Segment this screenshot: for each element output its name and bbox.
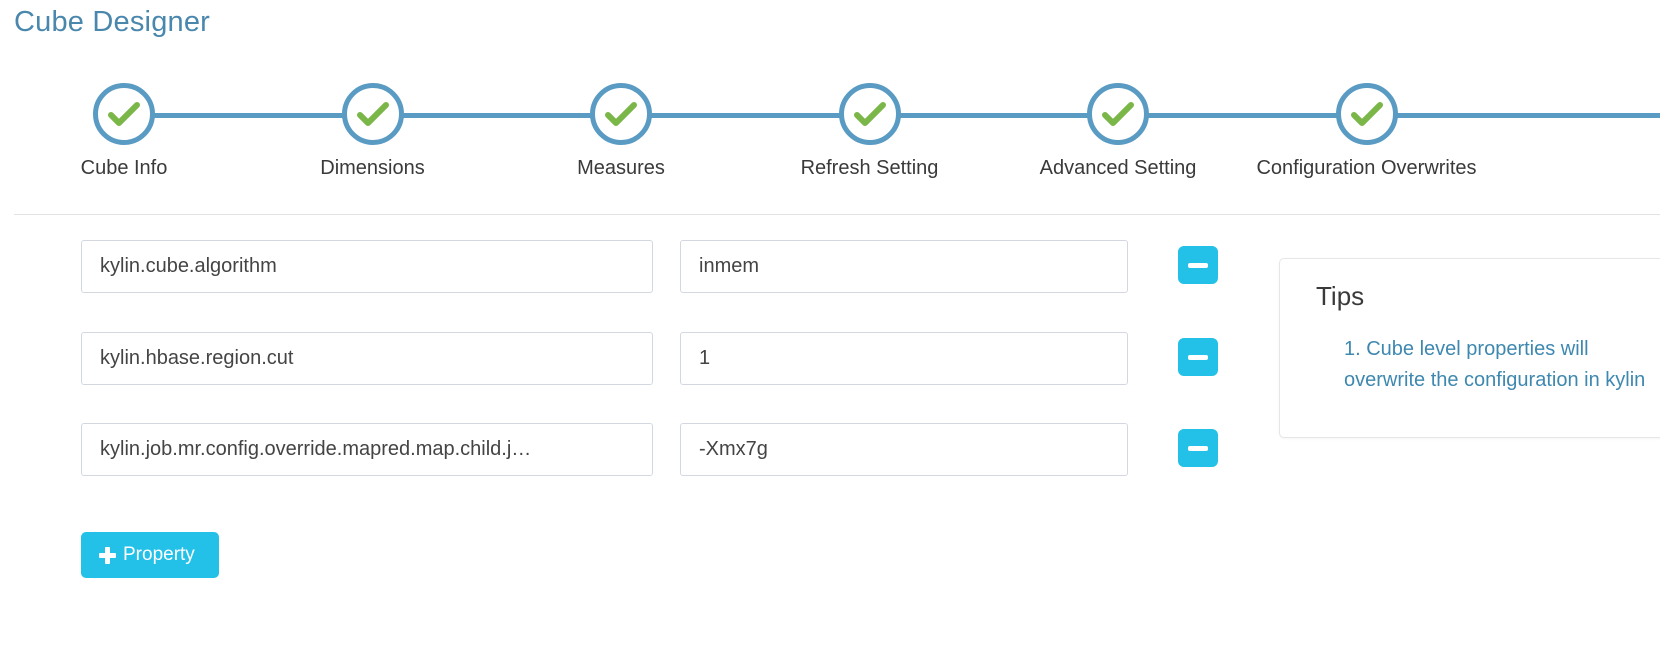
stepper-step-circle bbox=[93, 83, 155, 145]
property-row: kylin.job.mr.config.override.mapred.map.… bbox=[0, 423, 1280, 515]
check-icon bbox=[108, 102, 140, 126]
stepper-step-measures[interactable]: Measures bbox=[491, 72, 751, 180]
stepper-step-refresh-setting[interactable]: Refresh Setting bbox=[740, 72, 1000, 180]
property-row: kylin.hbase.region.cut 1 bbox=[0, 331, 1280, 424]
stepper-step-dimensions[interactable]: Dimensions bbox=[243, 72, 503, 180]
tips-item: 1. Cube level properties will overwrite … bbox=[1344, 338, 1646, 391]
stepper-step-label: Cube Info bbox=[80, 157, 168, 179]
property-value-input[interactable]: inmem bbox=[680, 240, 1128, 293]
property-value-input[interactable]: 1 bbox=[680, 331, 1128, 385]
stepper-step-cube-info[interactable]: Cube Info bbox=[0, 72, 254, 180]
page-title: Cube Designer bbox=[14, 6, 211, 38]
plus-icon bbox=[99, 546, 116, 564]
property-key-input[interactable]: kylin.job.mr.config.override.mapred.map.… bbox=[81, 423, 653, 476]
minus-icon bbox=[1188, 263, 1208, 268]
stepper-step-label: Measures bbox=[577, 157, 665, 179]
property-key-input[interactable]: kylin.cube.algorithm bbox=[81, 240, 653, 293]
stepper-step-circle bbox=[341, 83, 404, 145]
stepper-step-label: Dimensions bbox=[320, 157, 425, 179]
property-row: kylin.cube.algorithm inmem bbox=[0, 240, 1280, 332]
remove-property-button[interactable] bbox=[1178, 337, 1218, 376]
stepper-step-circle bbox=[1335, 83, 1398, 145]
tips-list: 1. Cube level properties will overwrite … bbox=[1304, 334, 1660, 396]
stepper-step-advanced-setting[interactable]: Advanced Setting bbox=[988, 72, 1248, 180]
section-divider bbox=[14, 214, 1660, 215]
tips-title: Tips bbox=[1316, 281, 1365, 311]
tips-panel: Tips 1. Cube level properties will overw… bbox=[1279, 258, 1660, 438]
stepper-step-circle bbox=[838, 83, 901, 145]
wizard-stepper: Cube Info Dimensions Measures Refresh Setti… bbox=[0, 72, 1660, 192]
check-icon bbox=[1102, 102, 1134, 126]
stepper-step-label: Refresh Setting bbox=[800, 157, 939, 179]
remove-property-button[interactable] bbox=[1178, 429, 1218, 467]
check-icon bbox=[356, 102, 389, 126]
stepper-step-label: Configuration Overwrites bbox=[1256, 157, 1477, 179]
check-icon bbox=[853, 102, 886, 126]
stepper-step-configuration-overwrites[interactable]: Configuration Overwrites bbox=[1237, 72, 1497, 180]
stepper-step-label: Advanced Setting bbox=[1039, 157, 1197, 179]
stepper-step-circle bbox=[1087, 83, 1149, 145]
check-icon bbox=[1350, 102, 1383, 126]
configuration-overwrites-form: kylin.cube.algorithm inmem kylin.hbase.reg… bbox=[0, 240, 1280, 578]
minus-icon bbox=[1188, 446, 1208, 451]
add-property-button[interactable]: Property bbox=[81, 532, 219, 578]
property-value-input[interactable]: -Xmx7g bbox=[680, 423, 1128, 476]
minus-icon bbox=[1188, 354, 1208, 360]
add-property-label: Property bbox=[123, 544, 195, 565]
stepper-step-circle bbox=[590, 83, 652, 145]
remove-property-button[interactable] bbox=[1178, 246, 1218, 284]
property-key-input[interactable]: kylin.hbase.region.cut bbox=[81, 331, 653, 385]
check-icon bbox=[605, 102, 637, 126]
